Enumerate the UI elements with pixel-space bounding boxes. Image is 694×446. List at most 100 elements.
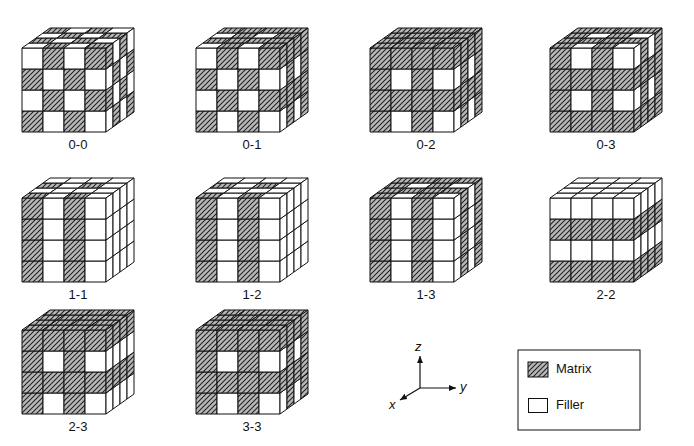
- matrix-cell: [412, 69, 433, 90]
- matrix-cell: [571, 111, 592, 132]
- filler-cell: [85, 351, 106, 372]
- matrix-cell: [64, 198, 85, 219]
- matrix-cell: [370, 198, 391, 219]
- filler-cell: [259, 198, 280, 219]
- filler-cell: [196, 90, 217, 111]
- matrix-cell: [461, 38, 468, 64]
- filler-cell: [641, 188, 648, 214]
- matrix-cell: [238, 69, 259, 90]
- filler-cell: [433, 219, 454, 240]
- matrix-cell: [475, 28, 482, 54]
- legend-frame: [518, 350, 640, 430]
- matrix-cell: [22, 240, 43, 261]
- filler-cell: [43, 198, 64, 219]
- filler-cell: [43, 261, 64, 282]
- matrix-cell: [64, 261, 85, 282]
- filler-cell: [550, 198, 571, 219]
- filler-cell: [196, 48, 217, 69]
- filler-cell: [64, 48, 85, 69]
- filler-cell: [391, 111, 412, 132]
- filler-cell: [634, 43, 641, 69]
- matrix-cell: [412, 90, 433, 111]
- connectivity-label: 0-2: [417, 138, 436, 152]
- filler-cell: [433, 198, 454, 219]
- filler-cell: [391, 240, 412, 261]
- matrix-cell: [196, 111, 217, 132]
- y-axis: [420, 387, 456, 388]
- matrix-cell: [370, 261, 391, 282]
- matrix-cell: [370, 69, 391, 90]
- matrix-cell: [259, 330, 280, 351]
- matrix-cell: [550, 90, 571, 111]
- filler-cell: [433, 111, 454, 132]
- filler-cell: [217, 351, 238, 372]
- matrix-cell: [454, 43, 461, 69]
- filler-cell: [85, 393, 106, 414]
- matrix-cell: [106, 43, 113, 69]
- filler-cell: [391, 69, 412, 90]
- matrix-cell: [196, 198, 217, 219]
- matrix-cell: [655, 28, 662, 54]
- filler-cell: [217, 261, 238, 282]
- matrix-cell: [64, 240, 85, 261]
- filler-cell: [301, 178, 308, 204]
- filler-cell: [217, 240, 238, 261]
- filler-cell: [391, 198, 412, 219]
- matrix-cell: [641, 38, 648, 64]
- filler-cell: [217, 198, 238, 219]
- matrix-cell: [370, 219, 391, 240]
- connectivity-label: 3-3: [243, 420, 262, 434]
- matrix-cell: [196, 69, 217, 90]
- filler-cell: [64, 90, 85, 111]
- matrix-cell: [238, 330, 259, 351]
- matrix-cell: [370, 111, 391, 132]
- filler-cell: [613, 48, 634, 69]
- matrix-cell: [85, 330, 106, 351]
- matrix-cell: [370, 90, 391, 111]
- matrix-cell: [592, 261, 613, 282]
- matrix-cell: [196, 261, 217, 282]
- filler-cell: [106, 193, 113, 219]
- matrix-cell: [113, 320, 120, 346]
- matrix-cell: [613, 69, 634, 90]
- matrix-cell: [550, 111, 571, 132]
- matrix-cell: [43, 330, 64, 351]
- matrix-cell: [592, 90, 613, 111]
- filler-cell: [85, 219, 106, 240]
- matrix-cell: [64, 111, 85, 132]
- matrix-cell: [391, 48, 412, 69]
- matrix-cell: [412, 219, 433, 240]
- matrix-cell: [217, 90, 238, 111]
- matrix-cell: [412, 261, 433, 282]
- filler-cell: [259, 219, 280, 240]
- matrix-cell: [412, 198, 433, 219]
- matrix-cell: [43, 90, 64, 111]
- matrix-cell: [550, 48, 571, 69]
- matrix-cell: [571, 261, 592, 282]
- matrix-cell: [22, 69, 43, 90]
- matrix-cell: [64, 219, 85, 240]
- connectivity-label: 0-0: [69, 138, 88, 152]
- matrix-cell: [238, 219, 259, 240]
- matrix-cell: [301, 310, 308, 336]
- matrix-cell: [613, 261, 634, 282]
- matrix-cell: [592, 111, 613, 132]
- filler-cell: [259, 351, 280, 372]
- filler-cell: [127, 28, 134, 54]
- matrix-cell: [412, 48, 433, 69]
- filler-cell: [43, 69, 64, 90]
- matrix-cell: [22, 393, 43, 414]
- matrix-cell: [64, 330, 85, 351]
- filler-cell: [655, 178, 662, 204]
- filler-cell: [85, 198, 106, 219]
- matrix-cell: [238, 240, 259, 261]
- legend-text: Matrix: [556, 362, 591, 376]
- filler-cell: [571, 48, 592, 69]
- filler-cell: [294, 183, 301, 209]
- matrix-cell: [238, 393, 259, 414]
- matrix-cell: [196, 219, 217, 240]
- z-axis: [419, 356, 420, 388]
- filler-cell: [433, 69, 454, 90]
- filler-cell: [648, 33, 655, 59]
